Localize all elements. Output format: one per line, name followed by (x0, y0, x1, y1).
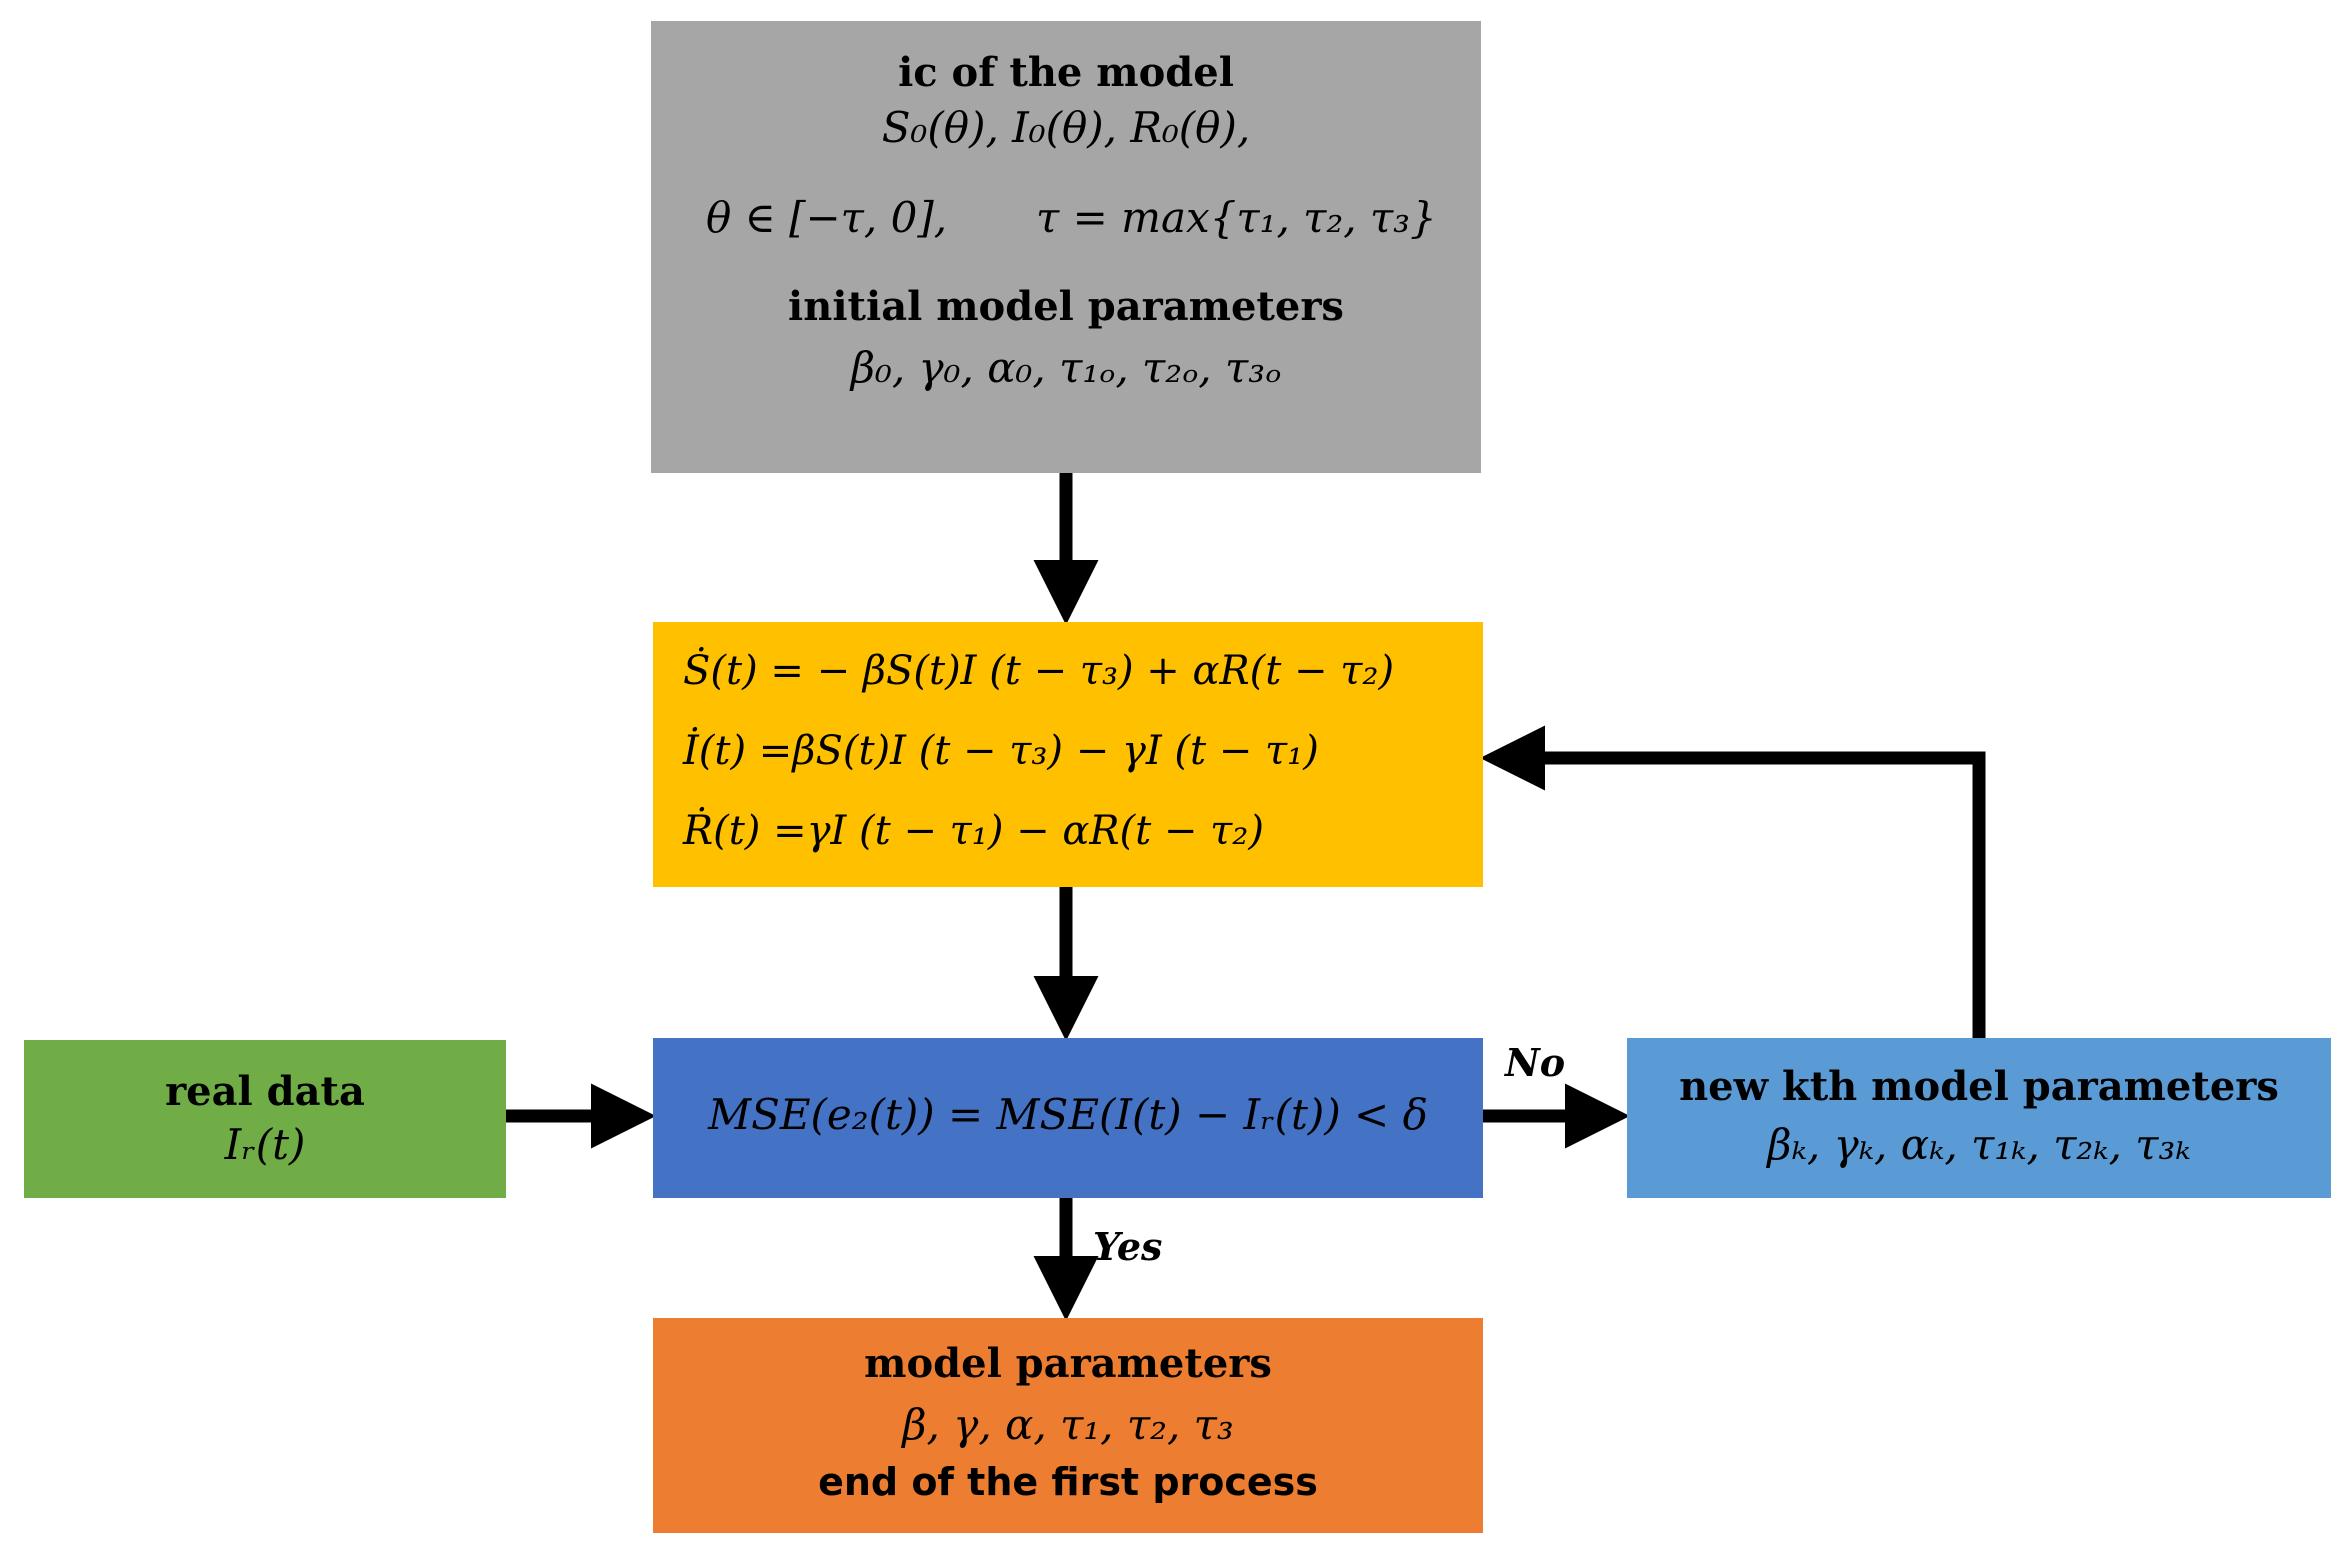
edge-label-yes: Yes (1093, 1224, 1163, 1269)
final-params-values: β, γ, α, τ₁, τ₂, τ₃ (902, 1400, 1234, 1449)
ic-tau-definition: τ = max{τ₁, τ₂, τ₃} (1036, 193, 1437, 242)
final-parameters-box: model parameters β, γ, α, τ₁, τ₂, τ₃ end… (653, 1318, 1483, 1533)
equation-r: Ṙ(t) =γI (t − τ₁) − αR(t − τ₂) (683, 808, 1264, 854)
initial-conditions-box: ic of the model S₀(θ), I₀(θ), R₀(θ), θ ∈… (651, 21, 1481, 473)
mse-check-box: MSE(e₂(t)) = MSE(I(t) − Iᵣ(t)) < δ (653, 1038, 1483, 1198)
final-params-title: model parameters (864, 1340, 1272, 1387)
new-parameters-box: new kth model parameters βₖ, γₖ, αₖ, τ₁ₖ… (1627, 1038, 2331, 1198)
equation-s: Ṡ(t) = − βS(t)I (t − τ₃) + αR(t − τ₂) (683, 648, 1395, 694)
new-params-title: new kth model parameters (1679, 1063, 2279, 1110)
ic-domain: θ ∈ [−τ, 0], (706, 193, 948, 242)
ic-initial-conditions: S₀(θ), I₀(θ), R₀(θ), (881, 103, 1251, 152)
mse-condition: MSE(e₂(t)) = MSE(I(t) − Iᵣ(t)) < δ (708, 1090, 1428, 1139)
new-params-values: βₖ, γₖ, αₖ, τ₁ₖ, τ₂ₖ, τ₃ₖ (1767, 1120, 2191, 1169)
equation-i: İ(t) =βS(t)I (t − τ₃) − γI (t − τ₁) (683, 728, 1319, 774)
real-data-symbol: Iᵣ(t) (224, 1120, 306, 1169)
edge-label-no: No (1505, 1040, 1566, 1085)
final-footer: end of the first process (818, 1460, 1318, 1504)
ic-title: ic of the model (898, 49, 1234, 96)
ic-params: β₀, γ₀, α₀, τ₁ₒ, τ₂ₒ, τ₃ₒ (850, 343, 1282, 392)
real-data-title: real data (165, 1068, 365, 1115)
arrow-new-to-ode (1480, 725, 1986, 1038)
ic-params-title: initial model parameters (788, 283, 1344, 330)
ode-system-box: Ṡ(t) = − βS(t)I (t − τ₃) + αR(t − τ₂) İ(… (653, 622, 1483, 887)
real-data-box: real data Iᵣ(t) (24, 1040, 506, 1198)
